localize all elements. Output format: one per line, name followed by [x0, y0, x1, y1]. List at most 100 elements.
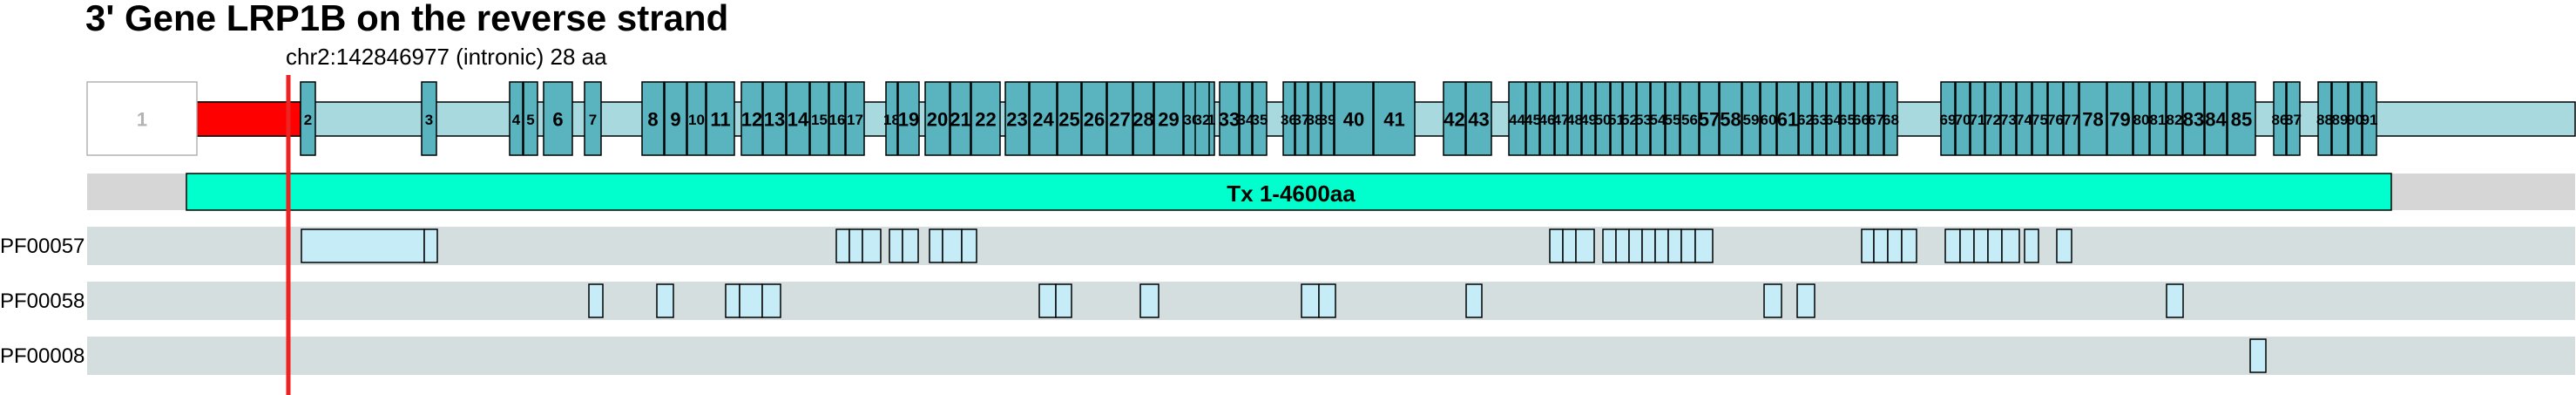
exon-label-85: 85	[2231, 109, 2252, 131]
domain-box	[2001, 228, 2020, 263]
exon-59	[1741, 81, 1761, 156]
transcript-label: Tx 1-4600aa	[1227, 180, 1356, 207]
exon-label-18: 18	[883, 112, 900, 128]
exon-label-26: 26	[1084, 109, 1105, 131]
exon-label-29: 29	[1158, 109, 1179, 131]
exon-12	[740, 81, 763, 156]
exon-53	[1636, 81, 1651, 156]
exon-85	[2227, 81, 2256, 156]
exon-78	[2079, 81, 2107, 156]
domain-box	[1861, 228, 1875, 263]
exon-label-59: 59	[1743, 112, 1760, 128]
exon-label-21: 21	[950, 109, 970, 131]
exon-label-76: 76	[2047, 112, 2064, 128]
domain-box	[301, 228, 425, 263]
exon-label-61: 61	[1777, 109, 1798, 131]
exon-73	[2000, 81, 2017, 156]
exon-label-86: 86	[2272, 112, 2289, 128]
domain-box	[1901, 228, 1917, 263]
domain-box	[739, 283, 763, 318]
exon-60	[1760, 81, 1777, 156]
domain-box	[1139, 283, 1160, 318]
exon-label-73: 73	[2000, 112, 2017, 128]
domain-box	[1887, 228, 1903, 263]
exon-35	[1252, 81, 1268, 156]
exon-66	[1854, 81, 1869, 156]
domain-box	[2056, 228, 2072, 263]
exon-76	[2047, 81, 2064, 156]
exon-label-64: 64	[1825, 112, 1842, 128]
exon-22	[970, 81, 1001, 156]
domain-box	[862, 228, 882, 263]
domain-box	[942, 228, 963, 263]
domain-box	[656, 283, 674, 318]
exon-label-81: 81	[2150, 112, 2167, 128]
exon-label-13: 13	[764, 109, 785, 131]
utr-region	[196, 101, 301, 137]
exon-label-79: 79	[2109, 109, 2130, 131]
exon-15	[809, 81, 829, 156]
exon-label-90: 90	[2347, 112, 2363, 128]
exon-label-9: 9	[670, 109, 680, 131]
exon-63	[1812, 81, 1827, 156]
domain-track-label: PF00058	[0, 289, 85, 313]
exon-49	[1581, 81, 1596, 156]
domain-box	[1873, 228, 1889, 263]
exon-81	[2149, 81, 2167, 156]
exon-36	[1282, 81, 1295, 156]
exon-7	[584, 81, 602, 156]
domain-box	[1796, 283, 1815, 318]
domain-box	[1318, 283, 1336, 318]
domain-box	[1641, 228, 1656, 263]
exon-label-7: 7	[589, 112, 597, 128]
exon-11	[706, 81, 735, 156]
exon-label-62: 62	[1797, 112, 1814, 128]
domain-box	[2249, 338, 2267, 373]
exon-label-19: 19	[898, 109, 919, 131]
exon-87	[2286, 81, 2301, 156]
exon-84	[2204, 81, 2228, 156]
domain-box	[1987, 228, 2003, 263]
exon-label-58: 58	[1720, 109, 1741, 131]
exon-56	[1680, 81, 1700, 156]
exon-50	[1595, 81, 1611, 156]
exon-48	[1567, 81, 1582, 156]
exon-label-47: 47	[1553, 112, 1570, 128]
domain-box	[889, 228, 903, 263]
exon-label-83: 83	[2183, 109, 2204, 131]
exon-64	[1826, 81, 1841, 156]
exon-65	[1840, 81, 1855, 156]
exon-26	[1081, 81, 1107, 156]
exon-label-57: 57	[1699, 109, 1720, 131]
exon-label-27: 27	[1109, 109, 1130, 131]
exon-77	[2063, 81, 2079, 156]
domain-box	[1694, 228, 1714, 263]
exon-label-4: 4	[512, 112, 521, 128]
exon-label-24: 24	[1032, 109, 1054, 131]
exon-label-3: 3	[425, 112, 433, 128]
exon-2	[300, 81, 316, 156]
exon-41	[1373, 81, 1416, 156]
exon-18	[885, 81, 898, 156]
exon-55	[1665, 81, 1680, 156]
exon-51	[1610, 81, 1623, 156]
domain-box	[1055, 283, 1072, 318]
domain-box	[1680, 228, 1696, 263]
exon-27	[1106, 81, 1133, 156]
domain-box	[761, 283, 781, 318]
exon-label-77: 77	[2063, 112, 2079, 128]
exon-label-52: 52	[1621, 112, 1638, 128]
exon-24	[1029, 81, 1058, 156]
exon-45	[1525, 81, 1540, 156]
exon-label-45: 45	[1525, 112, 1541, 128]
exon-label-78: 78	[2082, 109, 2103, 131]
domain-box	[1959, 228, 1975, 263]
exon-label-53: 53	[1635, 112, 1652, 128]
exon-72	[1984, 81, 2001, 156]
exon-9	[664, 81, 687, 156]
exon-label-84: 84	[2205, 109, 2227, 131]
exon-label-12: 12	[741, 109, 762, 131]
exon-label-25: 25	[1058, 109, 1079, 131]
exon-16	[828, 81, 846, 156]
exon-4	[509, 81, 524, 156]
